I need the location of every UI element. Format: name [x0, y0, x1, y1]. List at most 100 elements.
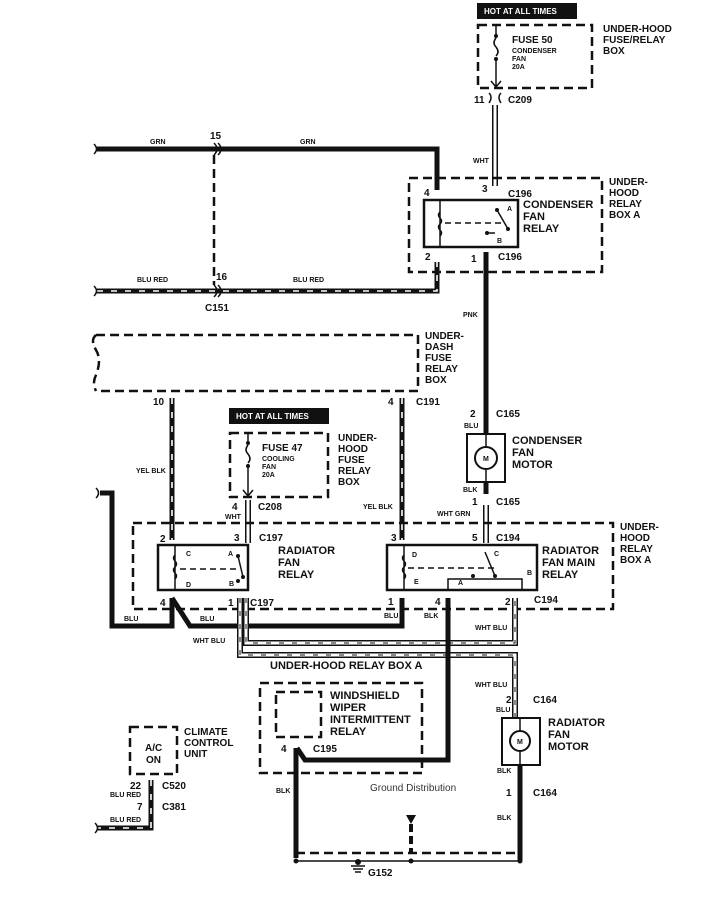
pin-3-c197: 3	[234, 533, 240, 544]
fuse-icon-2	[242, 433, 254, 498]
underdash-label-4: RELAY	[425, 364, 458, 375]
wire-label-blk-wiper: BLK	[276, 788, 290, 795]
relay-coil-icon	[437, 200, 505, 247]
wire-label-wht-blu-motor: WHT BLU	[475, 682, 507, 689]
wire-label-blu-motor: BLU	[496, 707, 510, 714]
condenser-relay-name-1: CONDENSER	[523, 199, 593, 211]
main-relay-name-1: RADIATOR	[542, 545, 599, 557]
pin-1-c197: 1	[228, 598, 234, 609]
connector-c165-bottom: C165	[496, 497, 520, 508]
relay-box-a-label-4: BOX A	[609, 210, 640, 221]
on-label: ON	[146, 755, 161, 766]
terminal-b: B	[497, 238, 502, 245]
ground-g152: G152	[293, 815, 523, 879]
wire-label-wht-grn: WHT GRN	[437, 511, 470, 518]
pin-10: 10	[153, 397, 165, 408]
terminal-b-2: B	[229, 581, 234, 588]
wire-label-blk: BLK	[463, 487, 477, 494]
radiator-relay-name-1: RADIATOR	[278, 545, 335, 557]
fuse-50-name: FUSE 50	[512, 35, 553, 46]
pin-1-c164: 1	[506, 788, 512, 799]
fuse47-box-label-1: UNDER-	[338, 433, 377, 444]
relay-coil-icon-3	[401, 554, 407, 580]
radiator-fan-relay: 2 3 C197 C A D B RADIATOR FAN RELAY 4 1 …	[156, 533, 335, 609]
fuse-47-desc2: FAN	[262, 464, 276, 471]
hot-banner-text-2: HOT AT ALL TIMES	[236, 412, 310, 421]
radiator-relay-body	[156, 543, 250, 592]
wire-label-grn-left: GRN	[150, 139, 166, 146]
radiator-motor-name-1: RADIATOR	[548, 717, 605, 729]
radiator-fan-main-relay: 3 5 C194 D C E B A RADIATOR FAN MAIN REL…	[385, 533, 599, 608]
fuse-47-name: FUSE 47	[262, 443, 303, 454]
pin-2-c165: 2	[470, 409, 476, 420]
hot-banner-text: HOT AT ALL TIMES	[484, 7, 558, 16]
hot-at-all-times-banner	[477, 3, 577, 19]
wire-label-wht-blu-main: WHT BLU	[475, 625, 507, 632]
connector-c195: C195	[313, 744, 337, 755]
wiper-relay-name-1: WINDSHIELD	[330, 690, 400, 702]
condenser-motor-name-2: FAN	[512, 447, 534, 459]
pin-2-c164: 2	[506, 695, 512, 706]
radiator-motor-name-2: FAN	[548, 729, 570, 741]
wiper-relay-name-3: INTERMITTENT	[330, 714, 411, 726]
pin-15: 15	[210, 131, 222, 142]
underhood-fuse-box-outline	[476, 23, 594, 90]
condenser-motor-name-3: MOTOR	[512, 459, 553, 471]
wire-label-grn-right: GRN	[300, 139, 316, 146]
pin-1-c165: 1	[472, 497, 478, 508]
fuse-50-desc1: CONDENSER	[512, 48, 557, 55]
fuse47-box-label-3: FUSE	[338, 455, 365, 466]
ground-distribution-label: Ground Distribution	[370, 783, 456, 794]
connector-c151: C151	[205, 303, 229, 314]
hot-at-all-times-banner-2	[229, 408, 329, 424]
motor-icon-2	[509, 730, 531, 752]
wire-label-blk-motor: BLK	[497, 768, 511, 775]
connector-c209-icon	[488, 92, 502, 104]
connector-c209: C209	[508, 95, 532, 106]
pin-4-c194: 4	[435, 597, 441, 608]
pin-4-c191: 4	[388, 397, 394, 408]
underdash-label-1: UNDER-	[425, 331, 464, 342]
motor-icon	[474, 446, 498, 470]
wire-blu-left	[100, 490, 175, 629]
wire-label-wht-blu: WHT BLU	[193, 638, 225, 645]
terminal-a-main: A	[458, 580, 463, 587]
relay-box-a-lower-label-3: RELAY	[620, 544, 653, 555]
wire-label-blk-ground: BLK	[497, 815, 511, 822]
climate-control-unit: A/C ON CLIMATE CONTROL UNIT 22 C520 BLU …	[94, 725, 233, 834]
fuse-47-desc1: COOLING	[262, 456, 295, 463]
terminal-c-main: C	[494, 551, 499, 558]
connector-c191: C191	[416, 397, 440, 408]
pin-4-c208: 4	[232, 502, 238, 513]
pin-4: 4	[424, 188, 430, 199]
connector-c196-bottom: C196	[498, 252, 522, 263]
pin-3: 3	[482, 184, 488, 195]
relay-box-a-label-1: UNDER-	[609, 177, 648, 188]
ground-splice-icon	[406, 815, 416, 824]
relay-box-a-lower-label-4: BOX A	[620, 555, 651, 566]
connector-c196-top: C196	[508, 189, 532, 200]
connector-c381: C381	[162, 802, 186, 813]
wire-blk-main-to-wiper	[294, 598, 451, 763]
radiator-relay-name-3: RELAY	[278, 569, 315, 581]
ac-label: A/C	[145, 743, 162, 754]
wiper-intermittent-relay: WINDSHIELD WIPER INTERMITTENT RELAY 4 C1…	[258, 681, 424, 795]
fuse-47-block: HOT AT ALL TIMES FUSE 47 COOLING FAN 20A…	[225, 408, 377, 521]
fuse47-box-label-4: RELAY	[338, 466, 371, 477]
pin-2-c194: 2	[505, 597, 511, 608]
pin-1-c194: 1	[388, 597, 394, 608]
fuse-50-desc2: FAN	[512, 56, 526, 63]
terminal-a-2: A	[228, 551, 233, 558]
relay-switch-icon-3	[484, 551, 496, 577]
underdash-label-3: FUSE	[425, 353, 452, 364]
pin-1: 1	[471, 254, 477, 265]
condenser-relay-name-3: RELAY	[523, 223, 560, 235]
terminal-a: A	[507, 206, 512, 213]
radiator-fan-motor: WHT BLU 2 C164 BLU M RADIATOR FAN MOTOR …	[475, 682, 605, 860]
wire-label-blu-red-2: BLU RED	[110, 817, 141, 824]
climate-unit-outline	[128, 725, 179, 776]
fuse-47-box-outline	[228, 431, 330, 499]
pin-11: 11	[474, 95, 485, 106]
main-relay-name-2: FAN MAIN	[542, 557, 595, 569]
